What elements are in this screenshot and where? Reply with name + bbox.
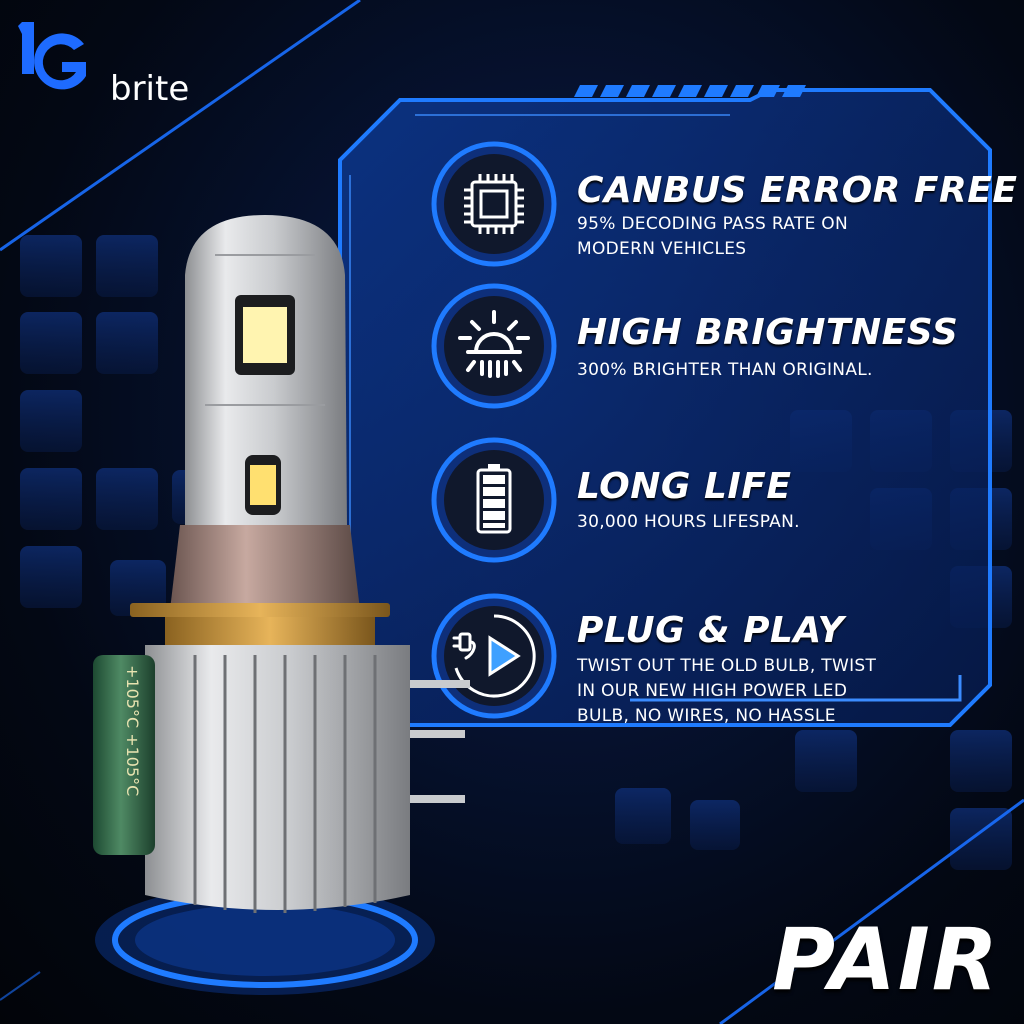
- capacitor-label: +105°C +105°C: [123, 665, 142, 796]
- feature-title: PLUG & PLAY: [577, 610, 845, 651]
- feature-plug-play: PLUG & PLAY TWIST OUT THE OLD BULB, TWIS…: [430, 592, 1010, 732]
- sun-icon: [431, 283, 557, 409]
- feature-description: 95% DECODING PASS RATE ON MODERN VEHICLE…: [577, 214, 849, 259]
- brand-logo: brite: [14, 14, 204, 109]
- feature-description: 30,000 HOURS LIFESPAN.: [577, 512, 800, 532]
- feature-title: CANBUS ERROR FREE: [577, 170, 1018, 211]
- feature-title: LONG LIFE: [577, 466, 792, 507]
- battery-icon: [431, 437, 557, 563]
- pair-badge: PAIR: [772, 910, 1000, 1010]
- chip-icon: [431, 141, 557, 267]
- brand-name: brite: [110, 69, 190, 109]
- logo-mark-icon: [18, 22, 86, 90]
- led-bulb-image: +105°C +105°C: [93, 215, 470, 995]
- feature-description: 300% BRIGHTER THAN ORIGINAL.: [577, 360, 873, 380]
- feature-long-life: LONG LIFE 30,000 HOURS LIFESPAN.: [430, 436, 1010, 566]
- feature-canbus: CANBUS ERROR FREE 95% DECODING PASS RATE…: [430, 140, 1017, 270]
- feature-description: TWIST OUT THE OLD BULB, TWIST IN OUR NEW…: [577, 656, 877, 726]
- feature-title: HIGH BRIGHTNESS: [577, 312, 959, 353]
- feature-brightness: HIGH BRIGHTNESS 300% BRIGHTER THAN ORIGI…: [430, 282, 1010, 412]
